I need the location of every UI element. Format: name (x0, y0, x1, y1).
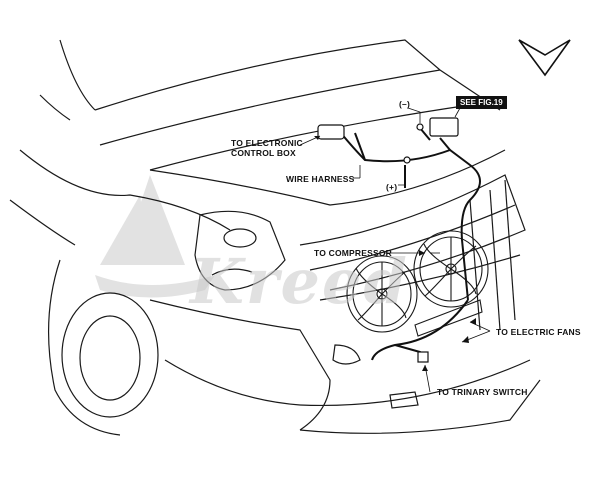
electric-fans (346, 230, 489, 337)
label-to-electric-fans: TO ELECTRIC FANS (496, 327, 581, 337)
see-fig-badge: SEE FIG.19 (456, 96, 507, 109)
label-to-compressor: TO COMPRESSOR (314, 248, 393, 258)
fan-right (413, 230, 489, 308)
watermark-text: Kreed (190, 245, 409, 318)
car-body (9, 39, 541, 436)
label-positive: (+) (386, 182, 398, 192)
label-negative: (–) (399, 99, 410, 109)
trinary-switch (417, 351, 429, 363)
arrowheads (314, 136, 476, 371)
direction-chevron-icon (518, 39, 571, 77)
label-wire-harness: WIRE HARNESS (286, 174, 355, 184)
fan-left (346, 255, 418, 333)
relay-module (429, 117, 459, 137)
ground-terminal (416, 123, 424, 131)
label-to-electronic-control-box: TO ELECTRONIC CONTROL BOX (231, 138, 303, 158)
watermark-sail-logo (95, 175, 215, 298)
positive-terminal (403, 156, 411, 164)
electronic-control-box (317, 124, 345, 140)
components (317, 117, 459, 363)
label-to-trinary-switch: TO TRINARY SWITCH (437, 387, 528, 397)
